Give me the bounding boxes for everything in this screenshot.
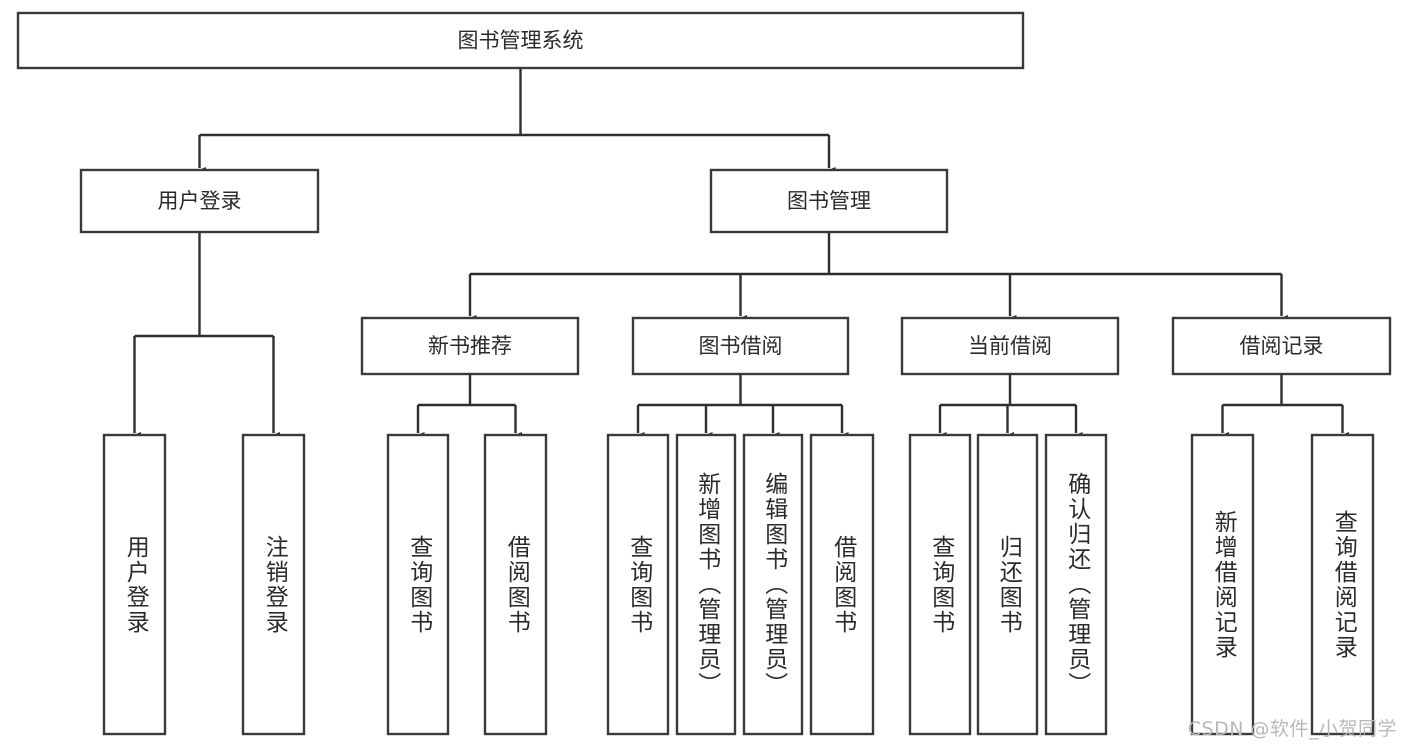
node-label: 新书推荐 bbox=[428, 334, 512, 358]
node-level3-1[interactable]: 图书借阅 bbox=[631, 316, 850, 376]
node-rect[interactable] bbox=[1190, 433, 1255, 736]
node-leaf-3[interactable] bbox=[483, 433, 548, 736]
node-level2-0[interactable]: 用户登录 bbox=[79, 168, 320, 234]
node-label: 借阅记录 bbox=[1240, 334, 1324, 358]
node-leaf-9[interactable] bbox=[976, 433, 1039, 736]
edges-layer bbox=[128, 68, 1349, 443]
node-rect[interactable] bbox=[1310, 433, 1375, 736]
node-level3-3[interactable]: 借阅记录 bbox=[1171, 316, 1392, 376]
node-label: 用户登录 bbox=[158, 189, 242, 213]
node-rect[interactable] bbox=[709, 168, 949, 234]
node-leaf-5[interactable] bbox=[675, 433, 737, 736]
node-leaf-4[interactable] bbox=[606, 433, 670, 736]
node-leaf-6[interactable] bbox=[742, 433, 804, 736]
node-rect[interactable] bbox=[79, 168, 320, 234]
node-rect[interactable] bbox=[1171, 316, 1392, 376]
node-leaf-8[interactable] bbox=[908, 433, 972, 736]
node-rect[interactable] bbox=[675, 433, 737, 736]
node-label: 图书管理 bbox=[787, 189, 871, 213]
node-label: 当前借阅 bbox=[968, 334, 1052, 358]
node-level3-2[interactable]: 当前借阅 bbox=[900, 316, 1120, 376]
node-rect[interactable] bbox=[976, 433, 1039, 736]
node-rect[interactable] bbox=[1044, 433, 1108, 736]
node-leaf-11[interactable] bbox=[1190, 433, 1255, 736]
node-rect[interactable] bbox=[16, 11, 1025, 70]
node-rect[interactable] bbox=[241, 433, 306, 736]
watermark-text: CSDN @软件_小贺同学 bbox=[1187, 718, 1397, 740]
node-leaf-0[interactable] bbox=[102, 433, 167, 736]
node-rect[interactable] bbox=[809, 433, 875, 736]
node-label: 图书管理系统 bbox=[458, 29, 584, 53]
node-rect[interactable] bbox=[386, 433, 450, 736]
node-leaf-2[interactable] bbox=[386, 433, 450, 736]
node-leaf-12[interactable] bbox=[1310, 433, 1375, 736]
node-rect[interactable] bbox=[102, 433, 167, 736]
node-leaf-7[interactable] bbox=[809, 433, 875, 736]
node-level3-0[interactable]: 新书推荐 bbox=[360, 316, 580, 376]
node-rect[interactable] bbox=[631, 316, 850, 376]
node-leaf-1[interactable] bbox=[241, 433, 306, 736]
node-rect[interactable] bbox=[606, 433, 670, 736]
node-root[interactable]: 图书管理系统 bbox=[16, 11, 1025, 70]
node-leaf-10[interactable] bbox=[1044, 433, 1108, 736]
node-rect[interactable] bbox=[742, 433, 804, 736]
node-rect[interactable] bbox=[900, 316, 1120, 376]
node-rect[interactable] bbox=[483, 433, 548, 736]
node-rect[interactable] bbox=[360, 316, 580, 376]
node-label: 图书借阅 bbox=[699, 334, 783, 358]
node-level2-1[interactable]: 图书管理 bbox=[709, 168, 949, 234]
node-rect[interactable] bbox=[908, 433, 972, 736]
